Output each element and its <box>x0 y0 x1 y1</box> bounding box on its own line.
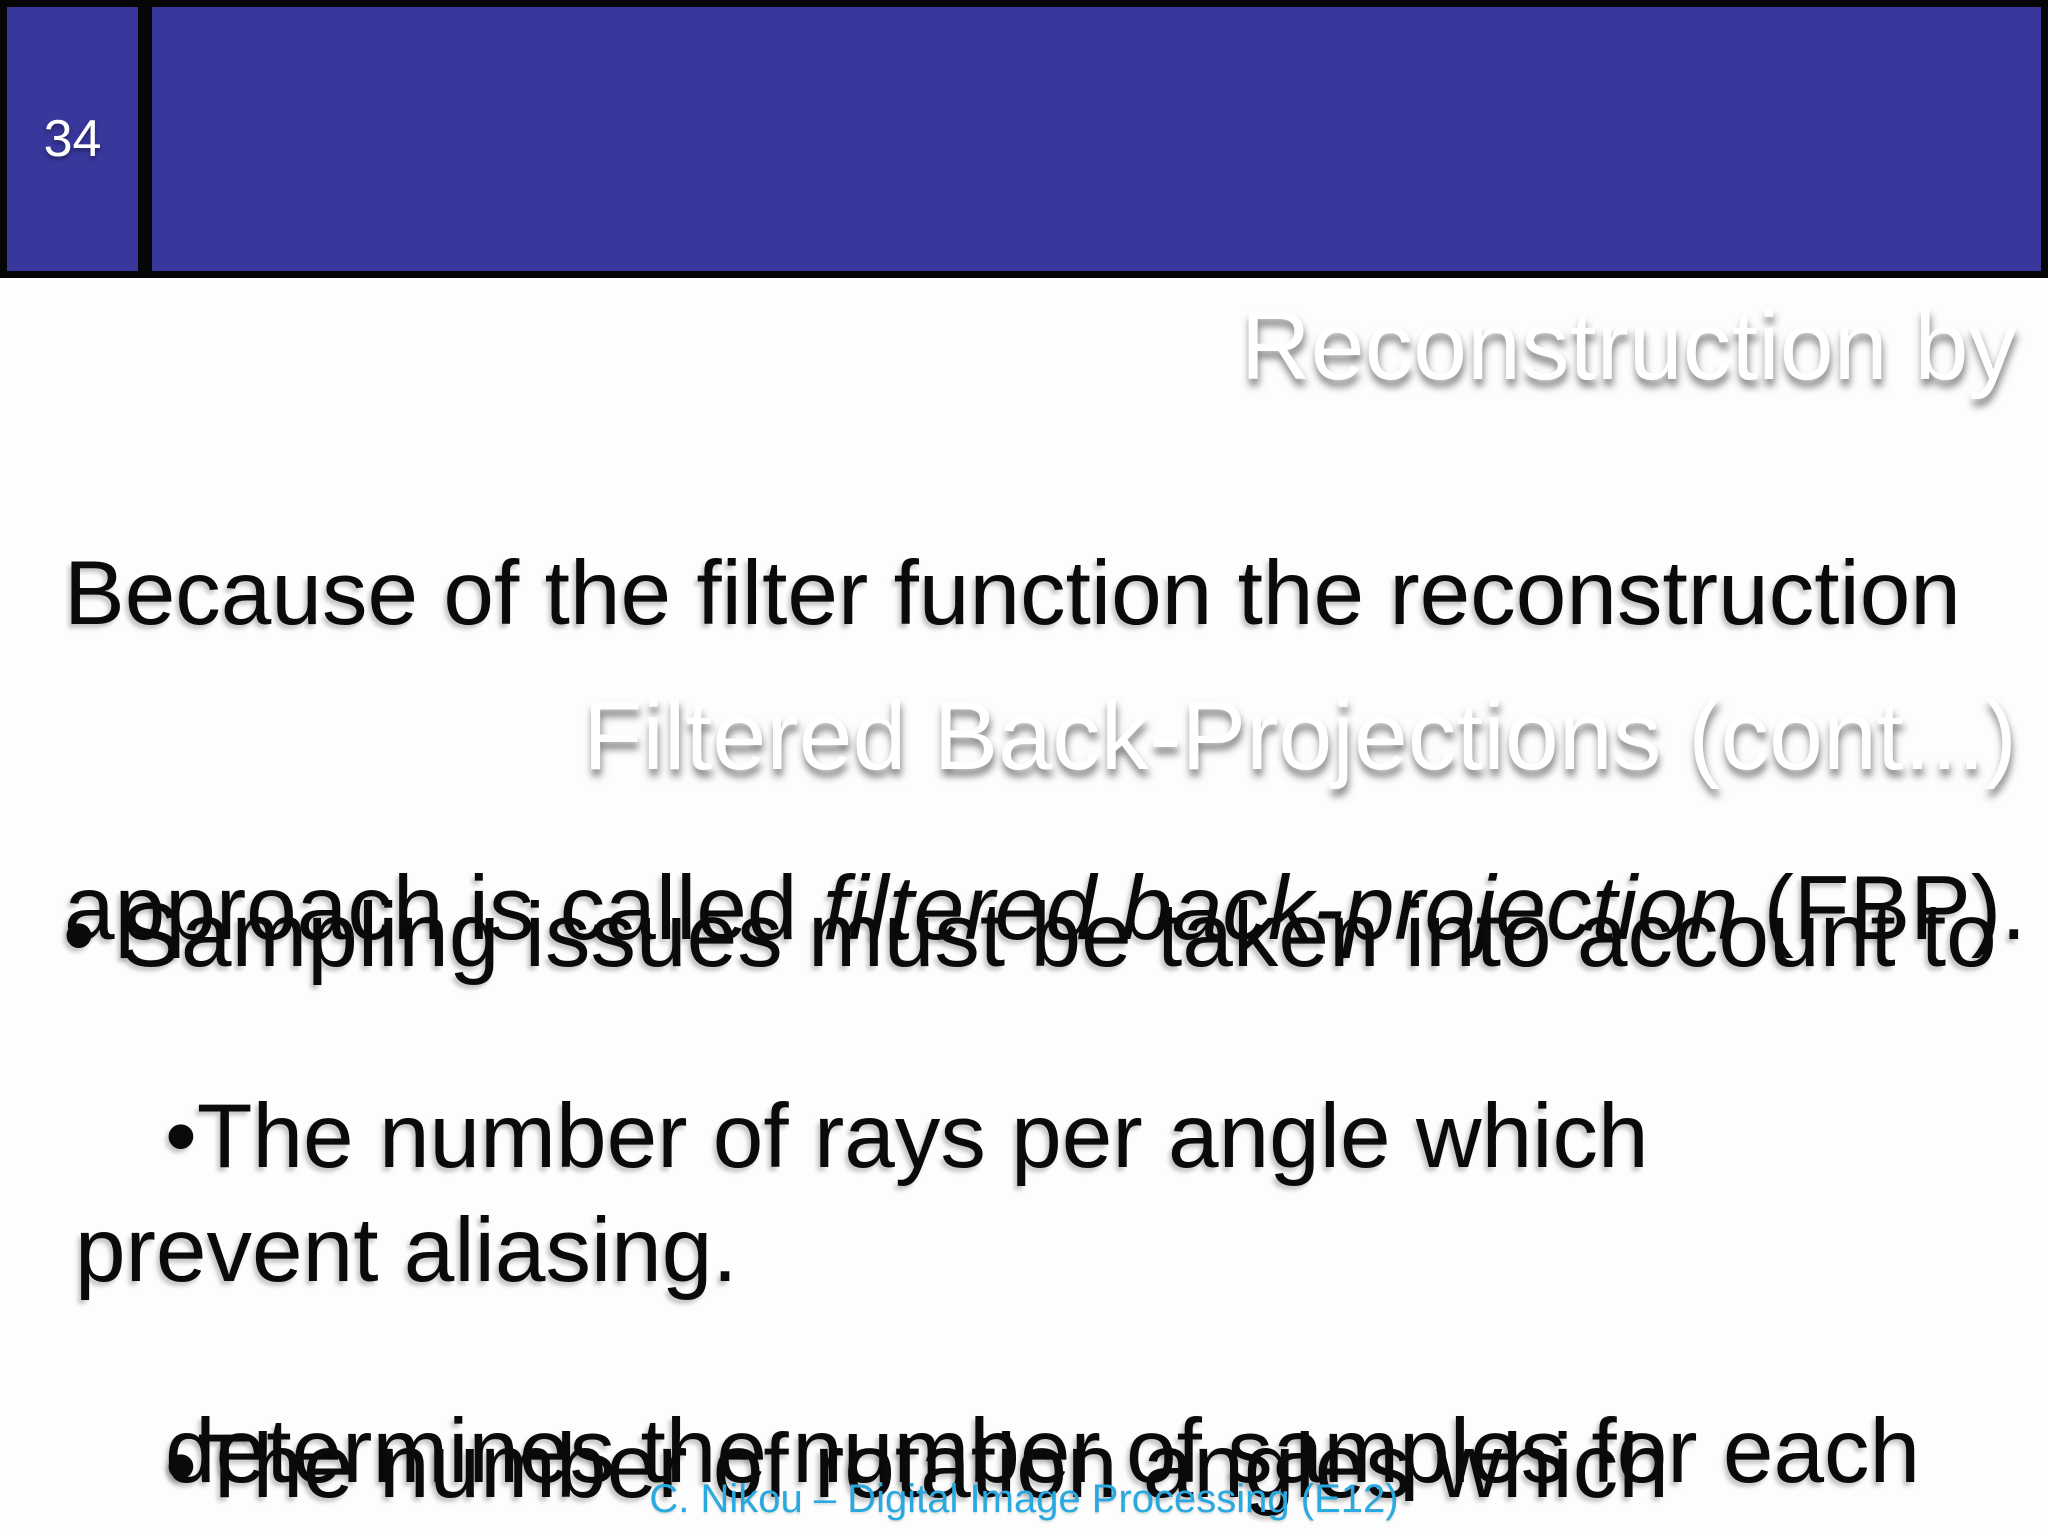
text-segment: (FBP). <box>1738 858 2027 959</box>
sub-bullet-angles: •The number of rotation angles which det… <box>165 1204 1779 1536</box>
bullet-sampling: • Sampling issues must be taken into acc… <box>63 673 1997 1513</box>
slide-title: Reconstruction by Filtered Back-Projecti… <box>272 21 2017 1061</box>
text-line: determines the number of samples for eac… <box>165 1401 1921 1502</box>
title-line-1: Reconstruction by <box>1240 291 2017 400</box>
title-bar: Reconstruction by Filtered Back-Projecti… <box>145 0 2048 790</box>
slide-number: 34 <box>43 110 102 168</box>
sub-bullet-rays: •The number of rays per angle which dete… <box>165 874 1920 1536</box>
text-line: •The number of rotation angles which <box>165 1416 1669 1517</box>
title-line-2: Filtered Back-Projections (cont...) <box>583 681 2017 790</box>
text-segment-italic: filtered back-projection <box>822 858 1739 959</box>
text-line: Because of the filter function the recon… <box>64 543 1961 644</box>
slide-number-box: 34 <box>0 0 145 278</box>
text-line: • Sampling issues must be taken into acc… <box>63 885 1997 986</box>
footer-credit: C. Nikou – Digital Image Processing (E12… <box>649 1477 1399 1521</box>
paragraph-fbp: Because of the filter function the recon… <box>64 331 2026 1171</box>
text-segment: approach is called <box>64 858 823 959</box>
text-line: prevent aliasing. <box>75 1200 738 1301</box>
text-line: •The number of rays per angle which <box>165 1086 1649 1187</box>
text-line: approach is called filtered back-project… <box>64 856 2026 961</box>
